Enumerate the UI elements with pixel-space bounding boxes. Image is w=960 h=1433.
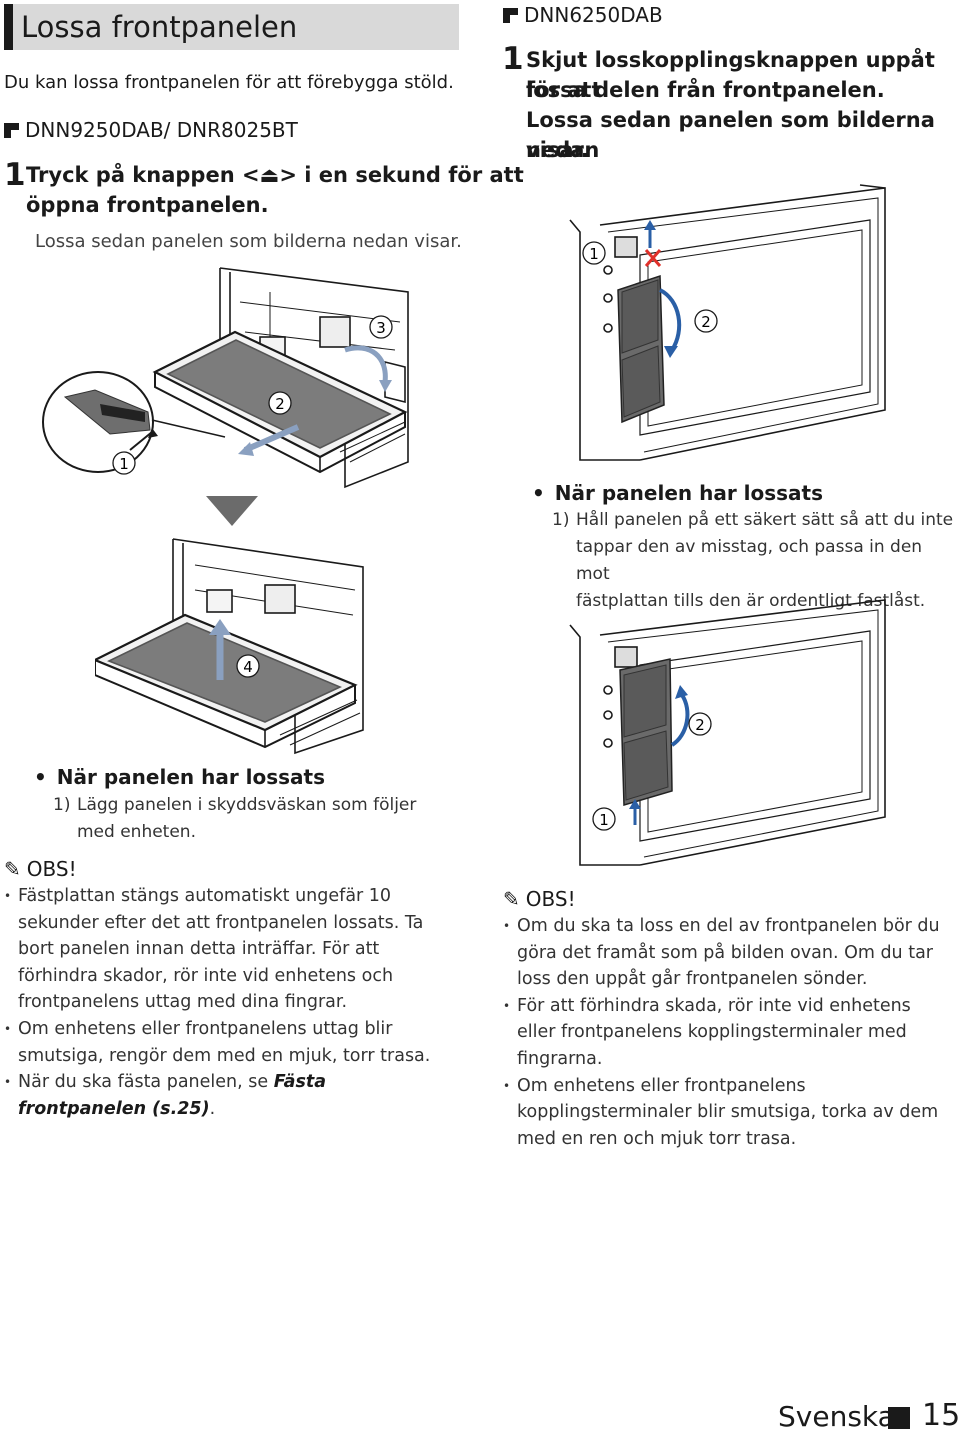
section-title-bar: Lossa frontpanelen (4, 4, 459, 50)
illustration-open-panel: 1 2 3 (42, 267, 409, 489)
obs-heading-left: ✎OBS! (4, 857, 77, 881)
list-text: Lägg panelen i skyddsväskan som följer m… (77, 795, 417, 842)
callout-1-right-b: 1 (599, 811, 609, 829)
model-marker-icon (4, 123, 19, 138)
model-marker-icon (503, 8, 518, 23)
footer-language: Svenska (778, 1400, 895, 1433)
list-number: 1) (552, 510, 570, 530)
intro-text: Du kan lossa frontpanelen för att föreby… (4, 72, 454, 93)
step-text-left-2: öppna frontpanelen. (26, 193, 269, 217)
note-item: För att förhindra skada, rör inte vid en… (503, 993, 953, 1073)
illustration-lift-panel: 4 (95, 538, 364, 755)
step-text-left-1: Tryck på knappen <⏏> i en sekund för att (26, 163, 524, 187)
step-subtext-left: Lossa sedan panelen som bilderna nedan v… (35, 231, 462, 252)
note-item-with-link: När du ska fästa panelen, se Fästa front… (4, 1069, 459, 1122)
callout-1-right: 1 (589, 245, 599, 263)
step-number-right: 1 (502, 41, 524, 77)
illustration-slide-release: 1 2 (569, 184, 886, 461)
pencil-icon: ✎ (503, 887, 520, 911)
list-text-line: Håll panelen på ett säkert sätt så att d… (576, 510, 954, 530)
note-item: Om du ska ta loss en del av frontpanelen… (503, 913, 953, 993)
pencil-icon: ✎ (4, 857, 21, 881)
model-label-right: DNN6250DAB (503, 3, 663, 27)
step-text-right-2: lossa delen från frontpanelen. (526, 78, 885, 102)
callout-2-right-b: 2 (695, 716, 705, 734)
callout-1: 1 (119, 455, 129, 473)
callout-3: 3 (376, 319, 386, 337)
callout-2-right: 2 (701, 313, 711, 331)
footer-square-icon (888, 1407, 910, 1429)
list-number: 1) (53, 795, 71, 815)
step-text-right-4: visar. (526, 138, 589, 162)
notes-list-right: Om du ska ta loss en del av frontpanelen… (503, 913, 953, 1152)
arrow-down-triangle-icon (206, 496, 258, 526)
list-text-line: tappar den av misstag, och passa in den … (576, 537, 923, 584)
step-text-right-1: Skjut losskopplingsknappen uppåt för att (526, 48, 935, 102)
illustration-attach-panel: 2 1 (569, 599, 886, 866)
note-item: Om enhetens eller frontpanelens koppling… (503, 1073, 953, 1153)
step-number-left: 1 (4, 157, 26, 193)
note-item: Fästplattan stängs automatiskt ungefär 1… (4, 883, 459, 1016)
note-item: Om enhetens eller frontpanelens uttag bl… (4, 1016, 459, 1069)
after-removal-title-right: När panelen har lossats (532, 481, 823, 505)
link-fasta-frontpanelen[interactable]: Fästa frontpanelen (s.25) (18, 1072, 327, 1119)
notes-list-left: Fästplattan stängs automatiskt ungefär 1… (4, 883, 459, 1122)
callout-2: 2 (275, 395, 285, 413)
obs-heading-right: ✎OBS! (503, 887, 576, 911)
step-text-right-3: Lossa sedan panelen som bilderna nedan (526, 108, 935, 162)
model-label-left: DNN9250DAB/ DNR8025BT (4, 118, 298, 142)
page-number: 15 (922, 1398, 960, 1433)
callout-4: 4 (243, 658, 253, 676)
after-removal-title-left: När panelen har lossats (34, 765, 325, 789)
section-title: Lossa frontpanelen (21, 10, 298, 44)
after-removal-list-left: 1) Lägg panelen i skyddsväskan som följe… (53, 792, 458, 846)
